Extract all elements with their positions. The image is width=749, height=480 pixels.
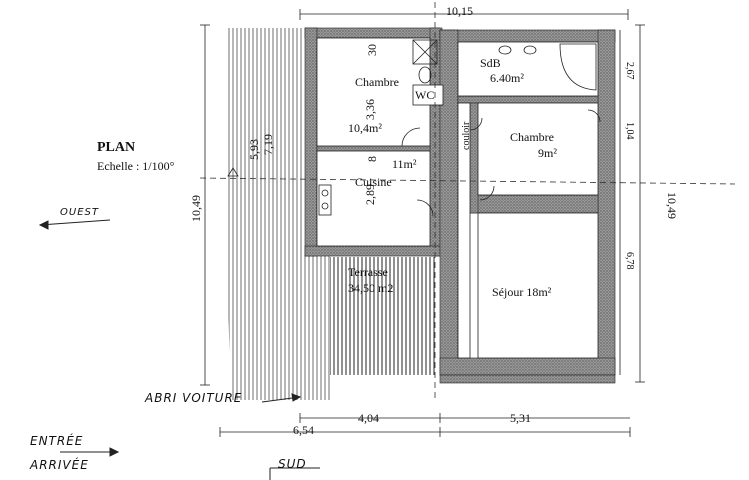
west-arrow [38,219,111,230]
room-sdb-area: 6.40m² [490,71,524,85]
dim-terrace-height: 5,93 [247,139,261,160]
dim-right-height: 10,49 [665,192,679,219]
room-cuisine: Cuisine [355,175,392,189]
section-lines [199,2,736,400]
room-cuisine-area: 11m² [392,157,417,171]
room-couloir: couloir [461,121,472,150]
room-wc: WC [415,88,435,102]
room-sejour: Séjour 18m² [492,285,552,299]
dim-chambre-height: 3,36 [363,99,377,120]
entrance-arrow [60,447,120,457]
label-abri: ABRI VOITURE [145,391,243,405]
plan-title: PLAN [97,140,136,155]
label-ouest: OUEST [60,207,99,218]
dim-cuisine-top: 8 [365,156,379,162]
dim-right-267: 2,67 [624,62,635,80]
carport-arrow [261,393,302,403]
label-entree: ENTRÉE [30,434,84,448]
sdb-fixtures [412,39,597,91]
room-interiors [316,37,599,359]
dim-right-678: 6,78 [624,252,635,270]
label-sud: SUD [278,457,307,471]
dim-right-104: 1,04 [624,122,635,140]
room-terrasse: Terrasse [348,265,388,279]
dim-terrace-inner: 7,19 [261,134,275,155]
label-arrivee: ARRIVÉE [30,458,89,472]
room-chambre1-area: 10,4m² [348,121,382,135]
room-terrasse-area: 34,50 m2 [348,281,394,295]
door-swings [401,109,601,217]
dim-total-width: 10,15 [446,4,473,18]
dim-bottom-right: 5,31 [510,411,531,425]
south-marker [269,467,320,480]
room-chambre1: Chambre [355,75,399,89]
right-block-walls [439,29,616,384]
section-marker [227,167,239,177]
terrace-hatching [330,257,435,375]
wc-box [412,84,444,106]
kitchen-fixtures [318,184,332,216]
room-chambre2-area: 9m² [538,146,557,160]
dimension-lines [200,9,645,437]
dim-left-height: 10,49 [189,195,203,222]
room-chambre2: Chambre [510,130,554,144]
dim-chambre-top: 30 [365,44,379,56]
carport-hatching [228,28,330,400]
dim-bottom-mid: 4,04 [358,411,379,425]
dim-bottom-left: 6,54 [293,423,314,437]
plan-scale: Echelle : 1/100° [97,159,175,173]
room-sdb: SdB [480,56,501,70]
